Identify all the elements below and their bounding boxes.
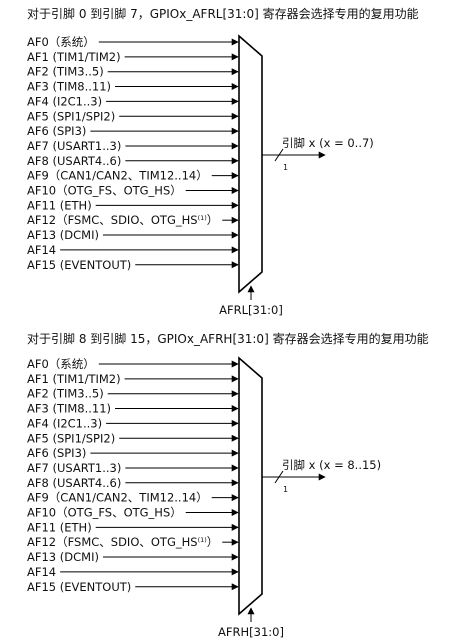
- input-label: AF9（CAN1/CAN2、TIM12..14）: [27, 169, 208, 183]
- input-label: AF3 (TIM8..11): [27, 80, 111, 94]
- input-label: AF11 (ETH): [27, 520, 92, 534]
- input-label: AF13 (DCMI): [27, 228, 99, 242]
- input-label: AF4 (I2C1..3): [27, 94, 102, 108]
- input-label: AF3 (TIM8..11): [27, 402, 111, 416]
- mux-body: [238, 34, 263, 294]
- input-label: AF14: [27, 565, 56, 579]
- input-label: AF9（CAN1/CAN2、TIM12..14）: [27, 491, 208, 505]
- input-label: AF2 (TIM3..5): [27, 387, 104, 401]
- input-label: AF2 (TIM3..5): [27, 65, 104, 79]
- input-label: AF7 (USART1..3): [27, 461, 121, 475]
- input-label: AF0（系统）: [27, 35, 95, 49]
- input-label: AF14: [27, 243, 56, 257]
- input-label: AF15 (EVENTOUT): [27, 580, 131, 594]
- input-label: AF1 (TIM1/TIM2): [27, 50, 121, 64]
- afrl-mux-diagram: AF0（系统）AF1 (TIM1/TIM2)AF2 (TIM3..5)AF3 (…: [27, 34, 374, 317]
- input-label: AF11 (ETH): [27, 198, 92, 212]
- bus-slash: [274, 470, 284, 484]
- input-label: AF6 (SPI3): [27, 124, 86, 138]
- afrh-mux-diagram: AF0（系统）AF1 (TIM1/TIM2)AF2 (TIM3..5)AF3 (…: [27, 356, 381, 639]
- input-label: AF8 (USART4..6): [27, 154, 121, 168]
- input-label: AF12（FSMC、SDIO、OTG_HS(1)）: [27, 535, 218, 549]
- input-label: AF0（系统）: [27, 357, 95, 371]
- select-label: AFRH[31:0]: [218, 625, 284, 639]
- input-label: AF10（OTG_FS、OTG_HS）: [27, 506, 182, 520]
- input-label: AF10（OTG_FS、OTG_HS）: [27, 184, 182, 198]
- mux-body: [238, 356, 263, 616]
- input-label: AF15 (EVENTOUT): [27, 258, 131, 272]
- input-label: AF7 (USART1..3): [27, 139, 121, 153]
- input-label: AF13 (DCMI): [27, 550, 99, 564]
- caption-afrl: 对于引脚 0 到引脚 7，GPIOx_AFRL[31:0] 寄存器会选择专用的复…: [27, 7, 419, 21]
- output-label: 引脚 x (x = 8..15): [282, 458, 381, 472]
- bus-width-label: 1: [283, 485, 288, 494]
- input-label: AF8 (USART4..6): [27, 476, 121, 490]
- bus-slash: [274, 148, 284, 162]
- input-label: AF12（FSMC、SDIO、OTG_HS(1)）: [27, 213, 218, 227]
- input-label: AF1 (TIM1/TIM2): [27, 372, 121, 386]
- input-label: AF6 (SPI3): [27, 446, 86, 460]
- input-label: AF5 (SPI1/SPI2): [27, 431, 115, 445]
- select-label: AFRL[31:0]: [219, 303, 283, 317]
- input-label: AF4 (I2C1..3): [27, 416, 102, 430]
- bus-width-label: 1: [283, 163, 288, 172]
- caption-afrh: 对于引脚 8 到引脚 15，GPIOx_AFRH[31:0] 寄存器会选择专用的…: [27, 332, 429, 346]
- output-label: 引脚 x (x = 0..7): [282, 136, 374, 150]
- input-label: AF5 (SPI1/SPI2): [27, 109, 115, 123]
